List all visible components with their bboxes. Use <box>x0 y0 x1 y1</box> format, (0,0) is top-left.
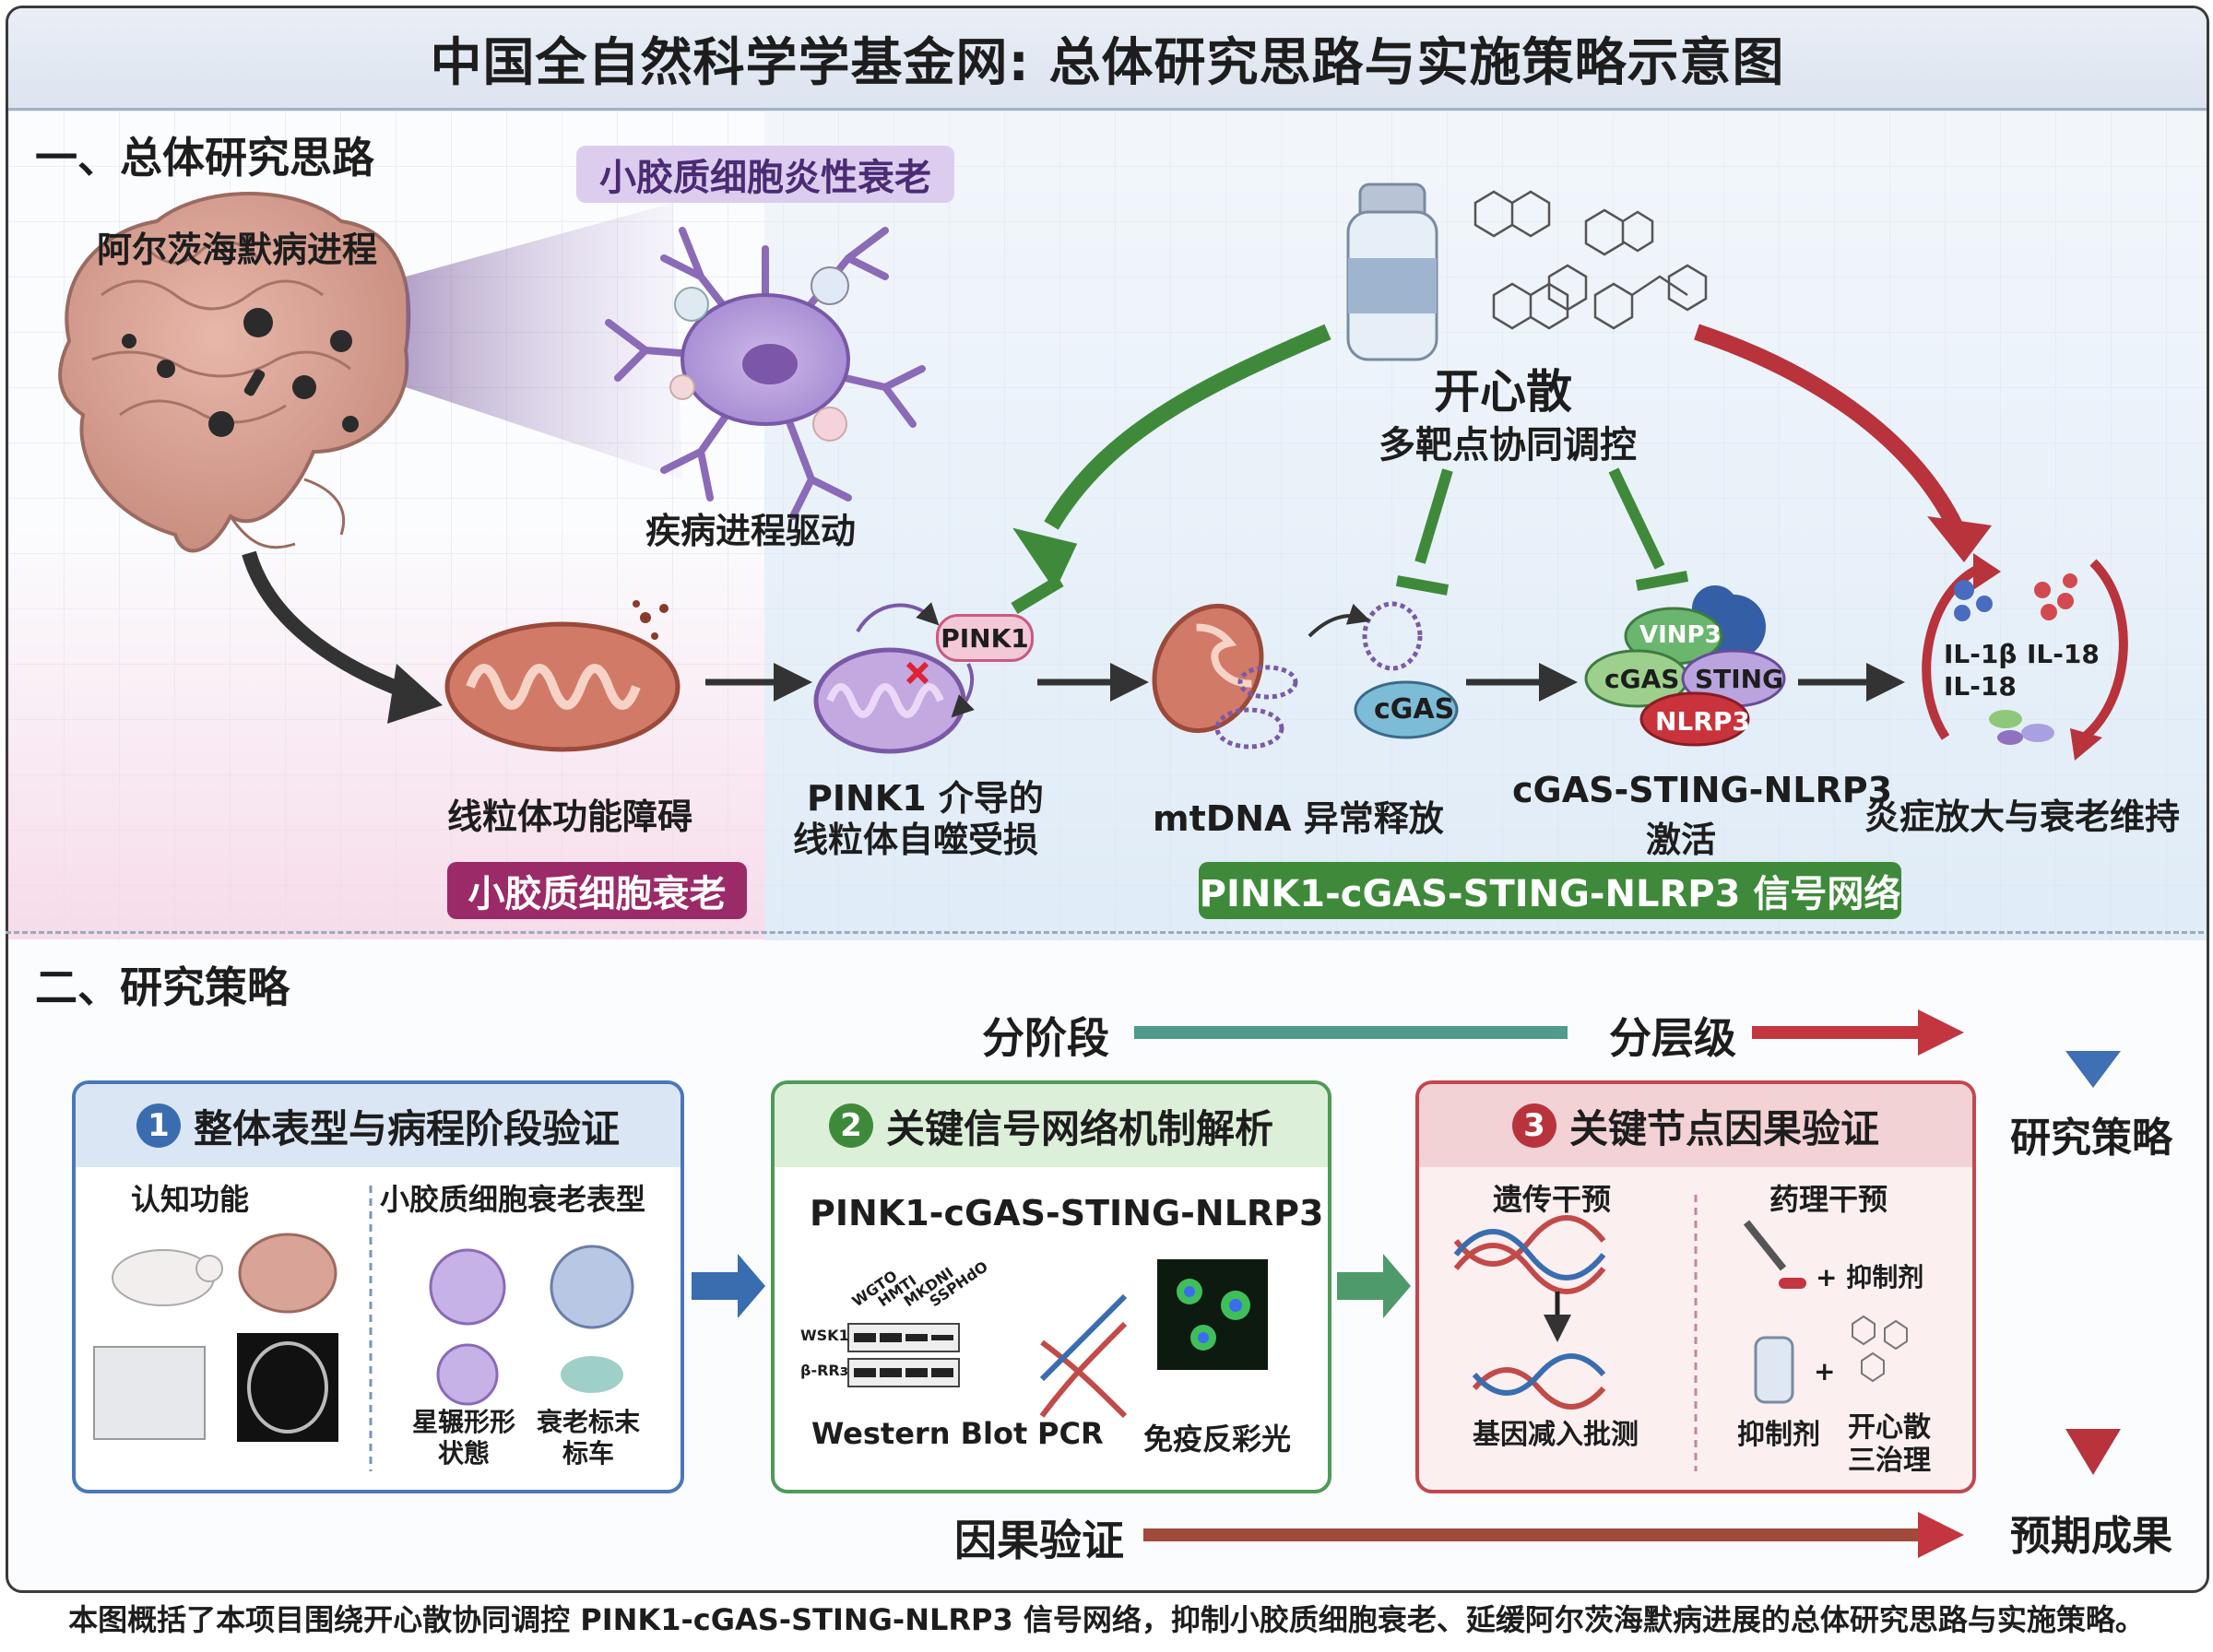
disease-driver-label: 疾病进程驱动 <box>645 511 857 551</box>
plus-sign: + <box>1814 1356 1836 1386</box>
activated-microglia-illustration <box>605 227 926 520</box>
alzheimer-brain-illustration <box>58 192 682 553</box>
mri-icon <box>237 1333 338 1442</box>
il18-label-a: IL-18 <box>1944 671 2017 702</box>
box1-art <box>93 1186 634 1471</box>
drug-name: 开心散 <box>1434 365 1572 419</box>
box2-art <box>847 1259 1268 1419</box>
nlrp3-label: NLRP3 <box>1655 706 1750 737</box>
il18-label-b: IL-18 <box>2027 639 2100 669</box>
strategy-box-2: 2 关键信号网络机制解析 PINK1-cGAS-STING-NLRP3 WGTO… <box>771 1080 1331 1493</box>
section-divider <box>6 931 2204 934</box>
box1-title: 整体表型与病程阶段验证 <box>193 1105 620 1151</box>
pink1-caption-1: PINK1 介导的 <box>807 778 1044 819</box>
box1-number: 1 <box>136 1103 181 1148</box>
axis-caption-2: 激活 <box>1646 820 1717 860</box>
strategy-box-3: 3 关键节点因果验证 遗传干预 药理干预 + 抑制剂 + 基因减入批测 抑制剂 … <box>1415 1080 1976 1493</box>
box2-title: 关键信号网络机制解析 <box>885 1105 1273 1151</box>
mtdna-caption: mtDNA 异常释放 <box>1153 798 1444 839</box>
cgas-complex-label: cGAS <box>1604 664 1680 694</box>
syringe-icon <box>1743 1220 1787 1271</box>
box3-number: 3 <box>1511 1103 1556 1148</box>
box3-title: 关键节点因果验证 <box>1568 1105 1879 1151</box>
cgas-label: cGAS <box>1374 693 1455 726</box>
axis-caption-1: cGAS-STING-NLRP3 <box>1512 770 1893 810</box>
box2-subtitle: PINK1-cGAS-STING-NLRP3 <box>810 1193 1324 1233</box>
immunofluorescence-icon <box>1157 1259 1268 1370</box>
dysfunctional-mitochondrion-illustration <box>444 600 680 752</box>
gene-caption: 基因减入批测 <box>1473 1419 1639 1451</box>
cgas-sting-nlrp3-complex <box>1584 585 1786 747</box>
vial-icon <box>1754 1336 1794 1404</box>
inflammation-caption: 炎症放大与衰老维持 <box>1864 796 2181 837</box>
pink1-badge: PINK1 <box>936 614 1034 662</box>
page-title: 中国全自然科学学基金网: 总体研究思路与实施策略示意图 <box>430 32 1785 93</box>
il1b-label: IL-1β <box>1944 639 2018 669</box>
network-tag: PINK1-cGAS-STING-NLRP3 信号网络 <box>1199 862 1901 919</box>
dna-icon <box>1039 1321 1128 1419</box>
microglia-senescence-tag: 小胶质细胞衰老 <box>447 862 747 919</box>
drug-subtitle: 多靶点协同调控 <box>1379 424 1637 466</box>
maze-icon <box>93 1346 206 1440</box>
microglia-inflammaging-tag: 小胶质细胞炎性衰老 <box>576 146 954 203</box>
vinp3-label: VINP3 <box>1639 621 1722 649</box>
inhibitor-plus-label: + 抑制剂 <box>1816 1262 1924 1292</box>
box1-right-head: 小胶质细胞衰老表型 <box>380 1182 646 1217</box>
pcr-label: PCR <box>1037 1416 1104 1451</box>
causal-label: 因果验证 <box>954 1516 1124 1565</box>
strategy-box-1: 1 整体表型与病程阶段验证 认知功能 小胶质细胞衰老表型 星辗形形 状態 衰老标… <box>72 1080 684 1493</box>
kaixinsan-bottle-illustration <box>1346 183 1438 361</box>
chemical-structures-illustration <box>1473 190 1708 330</box>
dna-icon-bottom <box>1472 1367 1606 1410</box>
box1-left-head: 认知功能 <box>131 1182 250 1217</box>
wb-row-1: WSK1 <box>800 1327 849 1344</box>
figure-caption: 本图概括了本项目围绕开心散协同调控 PINK1-cGAS-STING-NLRP3… <box>68 1602 2145 1637</box>
pink1-mitochondrion-illustration <box>813 602 975 754</box>
box3-left-head: 遗传干预 <box>1493 1182 1612 1217</box>
box2-number: 2 <box>828 1103 873 1148</box>
mito-dysfunction-label: 线粒体功能障碍 <box>447 796 693 837</box>
box3-art <box>1453 1195 1908 1471</box>
sting-label: STING <box>1695 664 1784 694</box>
pink1-caption-2: 线粒体自噬受损 <box>793 820 1039 860</box>
if-label: 免疫反彩光 <box>1143 1422 1292 1457</box>
title-bar: 中国全自然科学学基金网: 总体研究思路与实施策略示意图 <box>8 8 2207 111</box>
box1-caption-a: 星辗形形 状態 <box>412 1407 516 1469</box>
section1-heading: 一、总体研究思路 <box>35 133 374 183</box>
inhibitor-caption: 抑制剂 <box>1737 1419 1820 1451</box>
box1-caption-b: 衰老标末 标车 <box>537 1407 641 1469</box>
combo-caption: 开心散 三治理 <box>1848 1411 1931 1477</box>
ad-progress-label: 阿尔茨海默病进程 <box>97 230 378 270</box>
level-label: 分层级 <box>1609 1013 1736 1063</box>
cgas-blob <box>1354 680 1459 739</box>
inflammation-cycle-illustration <box>1922 553 2128 761</box>
outcome-label: 预期成果 <box>2010 1513 2172 1560</box>
wb-row-2: β-RRз <box>800 1362 849 1379</box>
wb-label: Western Blot <box>811 1416 1028 1451</box>
strategy-label: 研究策略 <box>2010 1115 2172 1162</box>
box3-right-head: 药理干预 <box>1769 1182 1888 1217</box>
mtdna-release-illustration <box>1152 601 1423 749</box>
mouse-icon <box>112 1249 215 1306</box>
stage-label: 分阶段 <box>982 1013 1109 1063</box>
section2-heading: 二、研究策略 <box>35 962 290 1012</box>
dna-icon-top <box>1453 1215 1606 1294</box>
